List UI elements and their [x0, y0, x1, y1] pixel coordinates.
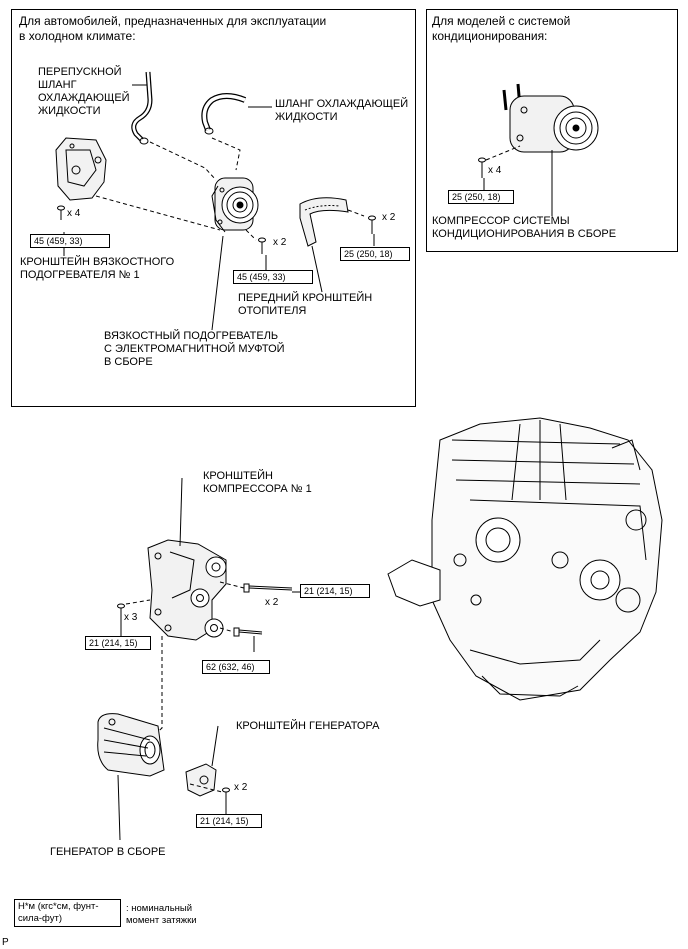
viscous-heater-label: ВЯЗКОСТНЫЙ ПОДОГРЕВАТЕЛЬ С ЭЛЕКТРОМАГНИТ… — [104, 330, 285, 368]
qty-gen: x 2 — [234, 782, 248, 793]
bolt-ac-icon — [478, 157, 486, 178]
qty-left: x 3 — [124, 612, 138, 623]
bolt-bracket-icon — [57, 205, 65, 220]
torque-ac: 25 (250, 18) — [448, 190, 514, 204]
bolt-heater-icon — [258, 237, 266, 254]
legend-box: Н*м (кгс*см, фунт- сила-фут) — [14, 899, 121, 927]
front-bracket-label: ПЕРЕДНИЙ КРОНШТЕЙН ОТОПИТЕЛЯ — [238, 292, 373, 317]
bolt-upper-icon — [243, 583, 293, 593]
torque-lower: 62 (632, 46) — [202, 660, 270, 674]
ac-models-frame — [426, 9, 678, 252]
bolt-left-icon — [117, 603, 125, 622]
torque-gen: 21 (214, 15) — [196, 814, 262, 828]
bracket-no1-label: КРОНШТЕЙН ВЯЗКОСТНОГО ПОДОГРЕВАТЕЛЯ № 1 — [20, 256, 175, 281]
torque-front: 25 (250, 18) — [340, 247, 410, 261]
bolt-lower-icon — [233, 627, 263, 637]
ac-compressor-label: КОМПРЕССОР СИСТЕМЫ КОНДИЦИОНИРОВАНИЯ В С… — [432, 215, 617, 240]
torque-heater: 45 (459, 33) — [233, 270, 313, 284]
compressor-bracket-label: КРОНШТЕЙН КОМПРЕССОРА № 1 — [203, 470, 312, 495]
generator-illustration — [97, 713, 165, 777]
generator-label: ГЕНЕРАТОР В СБОРЕ — [50, 846, 166, 858]
generator-bracket-label: КРОНШТЕЙН ГЕНЕРАТОРА — [236, 720, 380, 732]
coolant-hose-label: ШЛАНГ ОХЛАЖДАЮЩЕЙ ЖИДКОСТИ — [275, 98, 409, 123]
heater-bracket-no1-illustration — [55, 137, 107, 201]
viscous-heater-illustration — [211, 177, 259, 233]
qty-ac: x 4 — [488, 165, 502, 176]
compressor-bracket-no1-illustration — [147, 539, 227, 641]
qty-bracket: x 4 — [67, 208, 81, 219]
torque-upper: 21 (214, 15) — [300, 584, 370, 598]
figure-code: P — [2, 937, 9, 948]
ac-compressor-illustration — [502, 83, 599, 153]
torque-bracket: 45 (459, 33) — [30, 234, 110, 248]
bypass-hose-illustration — [131, 71, 153, 145]
bolt-generator-icon — [222, 787, 230, 806]
torque-left: 21 (214, 15) — [85, 636, 151, 650]
ac-models-title: Для моделей с системой кондиционирования… — [432, 14, 571, 43]
coolant-hose-illustration — [201, 93, 247, 135]
bypass-hose-label: ПЕРЕПУСКНОЙ ШЛАНГ ОХЛАЖДАЮЩЕЙ ЖИДКОСТИ — [38, 66, 130, 117]
bolt-front-bracket-icon — [368, 215, 376, 234]
qty-upper: x 2 — [265, 597, 279, 608]
cold-climate-title: Для автомобилей, предназначенных для экс… — [19, 14, 327, 43]
qty-heater: x 2 — [273, 237, 287, 248]
engine-illustration — [387, 417, 663, 701]
front-heater-bracket-illustration — [299, 197, 349, 247]
qty-front: x 2 — [382, 212, 396, 223]
generator-bracket-illustration — [185, 763, 217, 797]
legend-text: : номинальный момент затяжки — [126, 903, 197, 926]
cold-climate-frame — [11, 9, 416, 407]
